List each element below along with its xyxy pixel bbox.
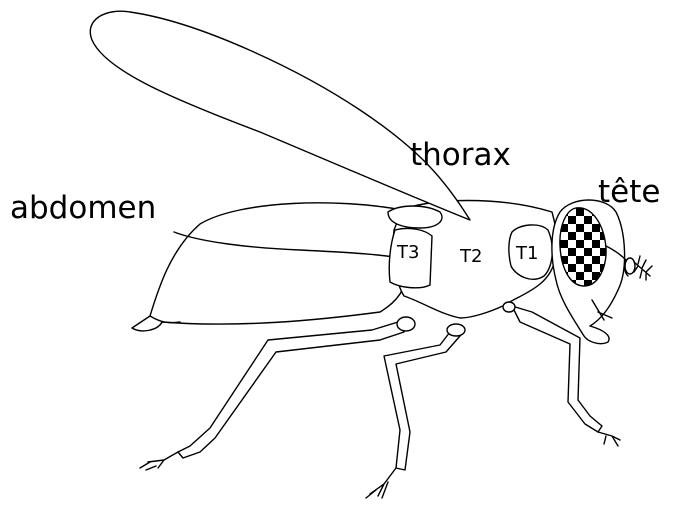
label-t1: T1 [515, 243, 538, 264]
head [552, 200, 625, 344]
label-t2: T2 [459, 246, 482, 267]
wing [90, 11, 470, 220]
label-abdomen: abdomen [10, 190, 156, 226]
front-leg [512, 306, 620, 446]
label-thorax: thorax [410, 137, 511, 173]
hind-leg [140, 322, 404, 470]
label-head: tête [598, 174, 660, 210]
middle-leg [366, 332, 460, 498]
label-t3: T3 [396, 242, 419, 263]
abdomen [132, 203, 406, 331]
